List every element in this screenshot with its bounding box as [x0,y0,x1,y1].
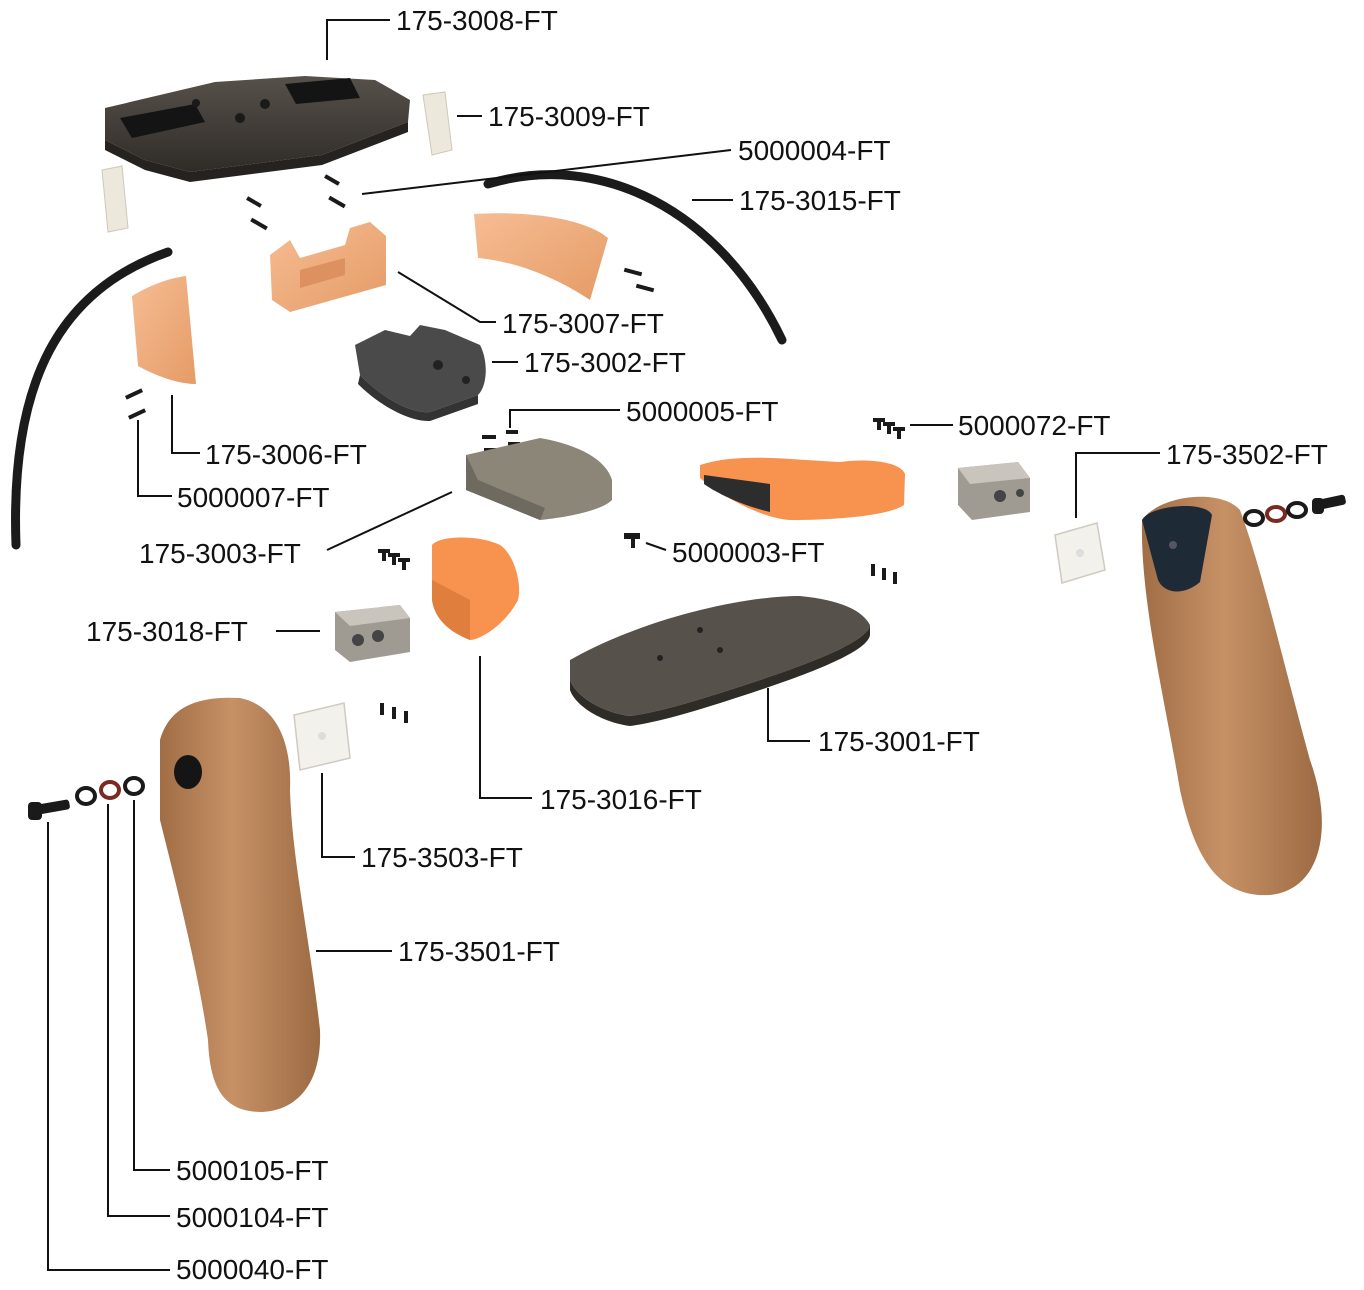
leader-5000040 [47,822,170,1271]
part-175-3006-orange-curved-plate-left [132,276,196,384]
part-175-3016-orange-housing [432,537,520,640]
screws-orange-plate [623,267,655,293]
screws-5000072 [873,418,905,439]
leader-175-3502 [1075,452,1160,518]
part-orange-housing-upper [700,457,905,520]
screws-3016-lower [380,703,408,723]
screw-5000003 [624,533,640,548]
label-175-3018-FT: 175-3018-FT [86,616,248,647]
part-bolt-washers-right [1243,494,1346,527]
part-175-3502-clear-pad [1054,522,1106,584]
leader-175-3008 [326,19,390,60]
callout-labels: 175-3008-FT 175-3009-FT 5000004-FT 175-3… [86,5,1328,1285]
label-175-3502-FT: 175-3502-FT [1166,439,1328,470]
label-5000007-FT: 5000007-FT [177,482,330,513]
part-metal-block-right [958,462,1030,520]
part-175-3503-clear-pad [293,702,351,771]
part-175-3501-grip-left [160,697,321,1112]
leader-175-3007 [397,271,496,323]
part-175-3008-top-plate [105,76,410,182]
label-175-3001-FT: 175-3001-FT [818,726,980,757]
label-5000003-FT: 5000003-FT [672,537,825,568]
part-175-3003-metal-strap [466,438,612,520]
part-grip-right [1141,496,1322,896]
leader-5000003 [645,542,667,551]
screws-5000004 [246,174,346,231]
label-175-3003-FT: 175-3003-FT [139,538,301,569]
label-175-3501-FT: 175-3501-FT [398,936,560,967]
leader-175-3503 [321,773,355,858]
leader-lines [47,19,1160,1271]
leader-5000104 [107,804,170,1217]
label-5000005-FT: 5000005-FT [626,396,779,427]
leader-5000105 [133,800,170,1171]
part-175-3001-bottom-plate [570,596,870,726]
part-cable-left [11,247,173,550]
part-175-3015-cable-right [483,170,787,345]
leader-175-3016 [479,656,532,799]
label-175-3503-FT: 175-3503-FT [361,842,523,873]
part-175-3018-metal-block [335,605,410,662]
label-175-3016-FT: 175-3016-FT [540,784,702,815]
leader-5000007 [137,420,172,497]
label-5000004-FT: 5000004-FT [738,135,891,166]
screws-housing-lower [871,564,897,584]
leader-175-3003 [326,491,453,551]
label-175-3002-FT: 175-3002-FT [524,347,686,378]
label-175-3006-FT: 175-3006-FT [205,439,367,470]
label-175-3008-FT: 175-3008-FT [396,5,558,36]
part-bolt-washers-left [28,776,145,820]
label-175-3009-FT: 175-3009-FT [488,101,650,132]
label-5000072-FT: 5000072-FT [958,410,1111,441]
label-5000040-FT: 5000040-FT [176,1254,329,1285]
part-175-3009-clear-pad-left [101,165,129,233]
part-orange-curved-plate-right [474,213,608,300]
leader-5000004 [361,149,732,195]
leader-175-3006 [171,395,200,454]
leader-175-3001 [767,688,810,742]
screws-3016-upper [378,549,410,570]
part-175-3009-clear-pad-right [422,91,453,156]
label-5000104-FT: 5000104-FT [176,1202,329,1233]
label-175-3007-FT: 175-3007-FT [502,308,664,339]
part-175-3002-gray-block [355,325,486,422]
label-5000105-FT: 5000105-FT [176,1155,329,1186]
label-175-3015-FT: 175-3015-FT [739,185,901,216]
part-175-3007-orange-mount [270,222,386,312]
leader-5000005 [509,409,620,428]
screws-5000007 [124,388,147,420]
